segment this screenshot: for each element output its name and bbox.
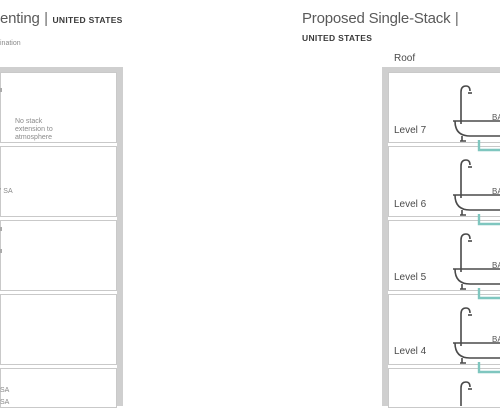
level-label: Level 5 <box>394 272 427 283</box>
bathtub-icon <box>453 233 500 290</box>
left-title-separator: | <box>44 10 49 27</box>
sa-label: ' SA <box>0 188 13 195</box>
fixture-label: BA <box>492 335 500 344</box>
level-label: Level 6 <box>394 199 427 210</box>
level-label: Level 4 <box>394 346 427 357</box>
right-title: Proposed Single-Stack | UNITED STATES <box>302 10 500 46</box>
right-title-separator: | <box>454 10 459 27</box>
floor-level-3 <box>388 368 500 408</box>
annotation-line: atmosphere <box>15 134 52 141</box>
left-title: enting | UNITED STATES <box>0 10 123 28</box>
floor-level-7 <box>388 72 500 143</box>
bathtub-icon <box>453 159 500 216</box>
right-title-region: UNITED STATES <box>302 33 373 43</box>
fixture-label: BA <box>492 113 500 122</box>
annotation-line: extension to <box>15 126 53 133</box>
roof-label: Roof <box>394 53 416 64</box>
no-stack-annotation: No stack extension to atmosphere <box>15 118 53 142</box>
level-label: Level 7 <box>394 125 427 136</box>
right-title-text: Proposed Single-Stack <box>302 10 451 27</box>
left-floor <box>0 294 117 365</box>
bathtub-icon <box>453 85 500 142</box>
left-floor <box>0 220 117 291</box>
sa-label: SA <box>0 399 10 406</box>
bathtub-icon <box>453 307 500 364</box>
drain-pipe <box>477 140 500 374</box>
left-floor <box>0 146 117 217</box>
left-floor <box>0 72 117 143</box>
floor-level-4 <box>388 294 500 365</box>
bathtub-icon <box>460 381 472 406</box>
fixture-label: BA <box>492 187 500 196</box>
left-title-text: enting <box>0 10 40 27</box>
annotation-line: No stack <box>15 118 43 125</box>
fixture-label: BA <box>492 261 500 270</box>
sa-label: SA <box>0 387 10 394</box>
left-title-region: UNITED STATES <box>52 15 123 25</box>
pipe-fragment <box>0 227 2 231</box>
floor-level-5 <box>388 220 500 291</box>
floor-level-6 <box>388 146 500 217</box>
pipe-fragment <box>0 249 2 253</box>
left-subtitle: ination <box>0 40 21 47</box>
pipe-fragment <box>0 88 2 92</box>
left-floor <box>0 368 117 408</box>
